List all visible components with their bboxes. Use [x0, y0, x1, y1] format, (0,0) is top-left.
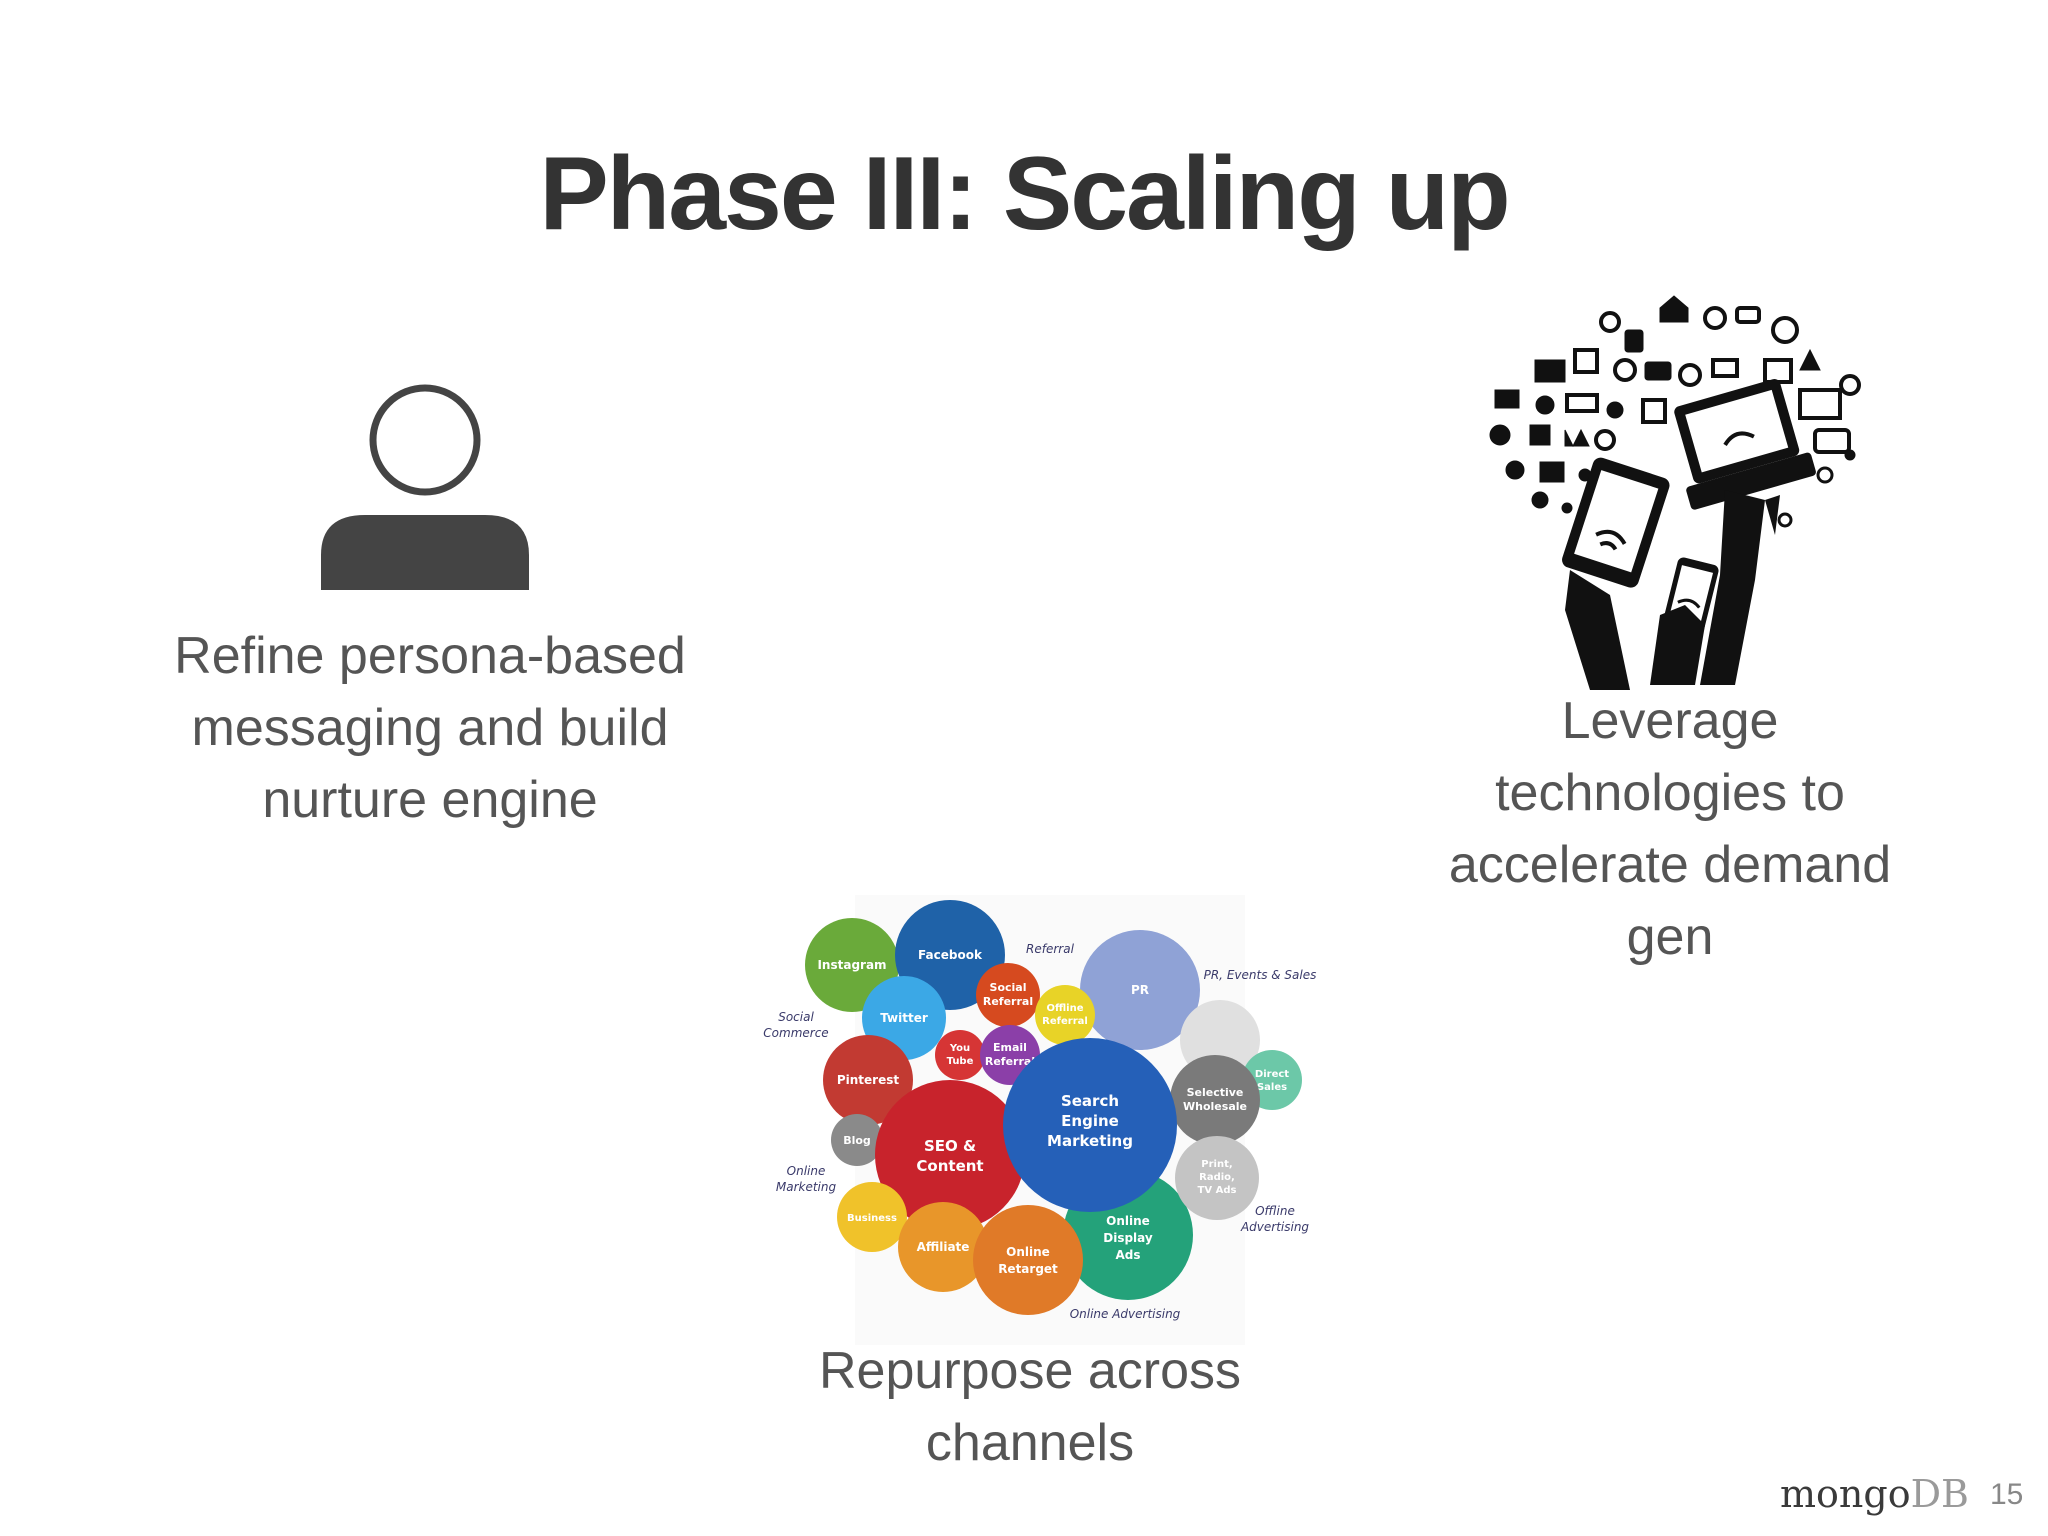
bubble-youtube: You Tube — [935, 1030, 985, 1080]
svg-text:Online: Online — [1006, 1245, 1050, 1259]
channel-bubbles-icon: Instagram Facebook PR Social Referral Tw… — [763, 895, 1317, 1345]
svg-text:PR: PR — [1131, 983, 1149, 997]
svg-text:Social: Social — [990, 981, 1027, 994]
svg-text:Blog: Blog — [843, 1134, 871, 1147]
svg-text:SEO &: SEO & — [924, 1137, 976, 1155]
svg-text:Referral: Referral — [983, 995, 1033, 1008]
logo-text-db: DB — [1910, 1472, 1969, 1516]
svg-text:Radio,: Radio, — [1199, 1172, 1235, 1183]
technology-caption-line: Leverage — [1561, 692, 1779, 750]
persona-caption: Refine persona-based messaging and build… — [130, 620, 730, 836]
annotation-social-commerce: Commerce — [763, 1026, 828, 1040]
svg-text:Business: Business — [847, 1213, 897, 1224]
svg-text:Twitter: Twitter — [880, 1011, 928, 1025]
bubble-selective-wholesale: Selective Wholesale — [1170, 1055, 1260, 1145]
annotation-online-marketing: Marketing — [776, 1180, 837, 1194]
svg-text:Sales: Sales — [1257, 1082, 1287, 1093]
svg-text:Referral: Referral — [985, 1055, 1035, 1068]
svg-text:TV Ads: TV Ads — [1198, 1185, 1237, 1196]
page-number: 15 — [1990, 1478, 2024, 1511]
svg-text:Facebook: Facebook — [918, 948, 983, 962]
technology-caption: Leverage technologies to accelerate dema… — [1410, 685, 1930, 973]
svg-text:Affiliate: Affiliate — [917, 1240, 970, 1254]
technology-hands-icon — [1489, 295, 1861, 690]
svg-text:Retarget: Retarget — [998, 1262, 1058, 1276]
svg-text:Online: Online — [1106, 1214, 1150, 1228]
bubble-search-engine-marketing: Search Engine Marketing — [1003, 1038, 1177, 1212]
technology-caption-line: accelerate demand — [1448, 836, 1892, 894]
bubble-online-retarget: Online Retarget — [973, 1205, 1083, 1315]
technology-caption-line: technologies to — [1495, 764, 1845, 822]
logo-text-mongo: mongo — [1780, 1472, 1911, 1516]
annotation-social-commerce: Social — [778, 1010, 814, 1024]
svg-text:You: You — [949, 1043, 970, 1054]
svg-text:Ads: Ads — [1115, 1248, 1140, 1262]
bubble-business: Business — [837, 1182, 907, 1252]
persona-caption-line: nurture engine — [262, 771, 598, 829]
svg-text:Search: Search — [1061, 1092, 1119, 1110]
bubble-social-referral: Social Referral — [976, 963, 1040, 1027]
annotation-offline-advertising: Offline — [1255, 1204, 1295, 1218]
channels-caption-line: Repurpose across — [819, 1342, 1241, 1400]
svg-text:Instagram: Instagram — [817, 958, 886, 972]
slide-title: Phase III: Scaling up — [539, 136, 1510, 252]
svg-text:Wholesale: Wholesale — [1183, 1100, 1247, 1113]
annotation-offline-advertising: Advertising — [1240, 1220, 1309, 1234]
persona-caption-line: Refine persona-based — [174, 627, 686, 685]
bubble-pr: PR — [1080, 930, 1200, 1050]
persona-caption-line: messaging and build — [191, 699, 669, 757]
bubble-pinterest: Pinterest — [823, 1035, 913, 1125]
technology-caption-line: gen — [1626, 908, 1714, 966]
svg-text:Tube: Tube — [947, 1056, 974, 1067]
svg-text:Referral: Referral — [1042, 1016, 1088, 1027]
mongodb-logo: mongoDB — [1780, 1472, 1969, 1516]
bubble-blog: Blog — [831, 1114, 883, 1166]
annotation-pr-events-sales: PR, Events & Sales — [1204, 968, 1317, 982]
svg-text:Marketing: Marketing — [1047, 1132, 1133, 1150]
channels-caption-line: channels — [925, 1414, 1135, 1472]
svg-text:Content: Content — [916, 1157, 983, 1175]
channels-caption: Repurpose across channels — [760, 1335, 1300, 1479]
bubble-seo-content: SEO & Content — [875, 1080, 1025, 1230]
svg-text:Display: Display — [1103, 1231, 1153, 1245]
svg-text:Selective: Selective — [1187, 1086, 1244, 1099]
annotation-online-advertising: Online Advertising — [1070, 1307, 1181, 1321]
person-icon — [321, 384, 529, 590]
bubble-print-radio-tv-ads: Print, Radio, TV Ads — [1175, 1136, 1259, 1220]
svg-text:Engine: Engine — [1061, 1112, 1119, 1130]
annotation-online-marketing: Online — [787, 1164, 826, 1178]
annotation-referral: Referral — [1026, 942, 1075, 956]
svg-text:Pinterest: Pinterest — [837, 1073, 900, 1087]
bubble-affiliate: Affiliate — [898, 1202, 988, 1292]
svg-text:Direct: Direct — [1255, 1069, 1289, 1080]
svg-text:Print,: Print, — [1201, 1159, 1232, 1170]
bubble-offline-referral: Offline Referral — [1035, 985, 1095, 1045]
svg-text:Email: Email — [993, 1041, 1027, 1054]
svg-text:Offline: Offline — [1047, 1003, 1084, 1014]
